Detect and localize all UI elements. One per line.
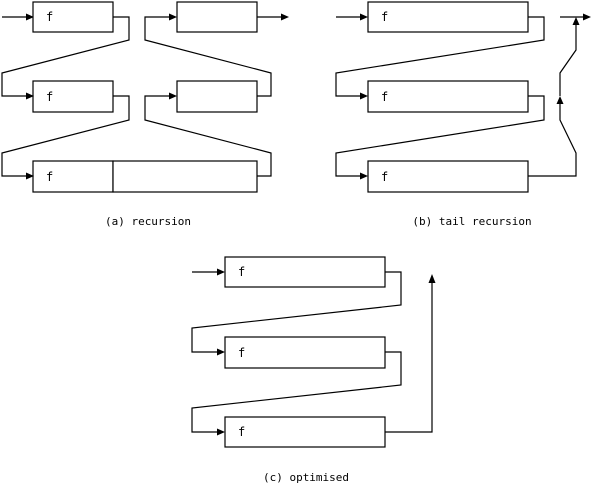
function-label: f: [381, 170, 388, 184]
arrowhead: [428, 274, 436, 283]
arrowhead: [217, 428, 225, 436]
arrowhead: [360, 172, 368, 180]
arrowhead: [360, 92, 368, 100]
arrowhead: [572, 17, 580, 25]
call-frame-2: [224, 336, 386, 369]
call-wire: [1, 95, 130, 177]
call-frame-1: [32, 1, 114, 33]
return-wire: [559, 24, 577, 96]
arrowhead: [169, 92, 177, 100]
call-wire: [335, 95, 545, 177]
call-frame-2: [367, 80, 529, 113]
arrowhead: [556, 96, 564, 104]
arrowhead: [583, 13, 591, 21]
call-wire: [191, 351, 402, 433]
call-frame-1: [367, 1, 529, 33]
call-frame-3: [224, 416, 386, 448]
return-wire: [144, 16, 272, 97]
call-wire: [191, 271, 402, 353]
call-frame-2: [32, 80, 114, 113]
arrowhead: [26, 13, 34, 21]
return-frame-base: [112, 160, 258, 193]
call-frame-3: [367, 160, 529, 193]
arrowhead: [217, 268, 225, 276]
arrowhead: [26, 172, 34, 180]
return-wire: [528, 103, 577, 177]
caption-tail-recursion: (b) tail recursion: [412, 215, 531, 228]
call-frame-1: [224, 256, 386, 288]
panel-recursion: f f f (a) recursion: [1, 1, 289, 228]
function-label: f: [238, 346, 245, 360]
function-label: f: [381, 10, 388, 24]
return-frame-2: [176, 80, 258, 113]
caption-recursion: (a) recursion: [105, 215, 191, 228]
arrowhead: [281, 13, 289, 21]
panel-optimised: f f f (c) optimised: [191, 256, 436, 484]
call-wire: [1, 16, 130, 97]
call-wire: [335, 16, 545, 97]
panel-tail-recursion: f f f (b) tail recursion: [335, 1, 591, 228]
function-label: f: [381, 90, 388, 104]
caption-optimised: (c) optimised: [263, 471, 349, 484]
function-label: f: [46, 10, 53, 24]
return-frame-1: [176, 1, 258, 33]
return-wire: [144, 95, 272, 177]
return-wire: [385, 282, 433, 433]
call-frame-3: [32, 160, 114, 193]
function-label: f: [46, 170, 53, 184]
arrowhead: [360, 13, 368, 21]
arrowhead: [26, 92, 34, 100]
function-label: f: [46, 90, 53, 104]
function-label: f: [238, 425, 245, 439]
function-label: f: [238, 265, 245, 279]
arrowhead: [169, 13, 177, 21]
arrowhead: [217, 348, 225, 356]
